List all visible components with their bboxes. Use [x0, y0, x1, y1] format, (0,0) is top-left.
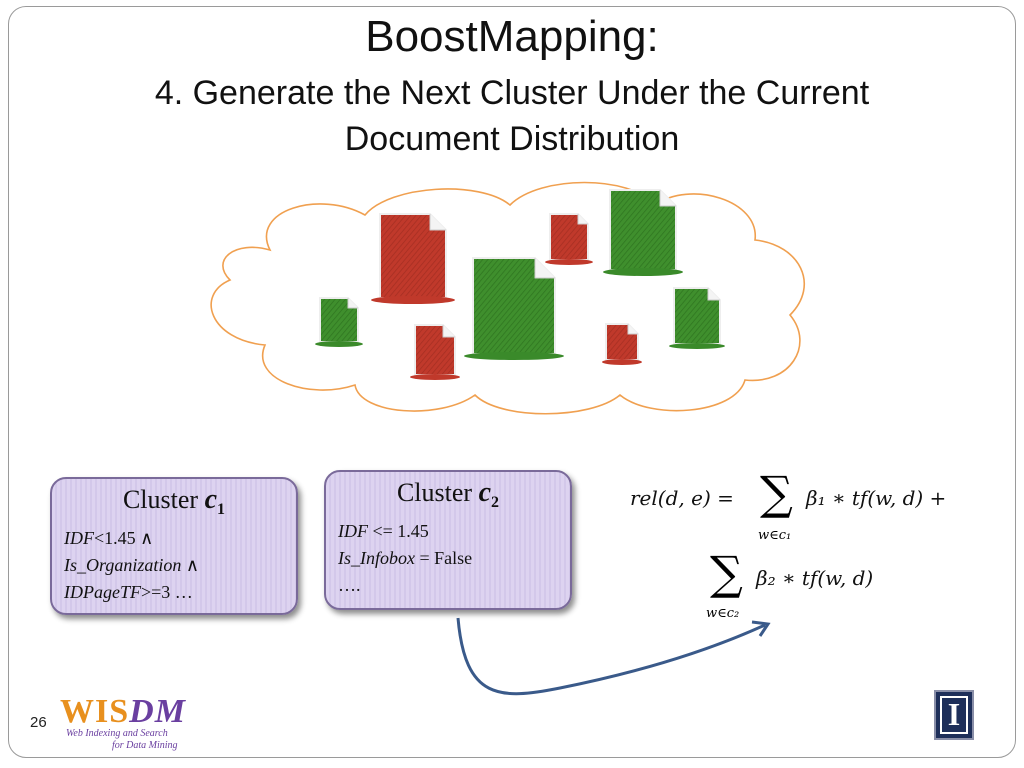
formula-term-1-text: β₁ ∗ tf(w, d) +	[806, 486, 947, 510]
sum-symbol-2: ∑	[710, 546, 743, 600]
cluster-c2-line-1-condition: <= 1.45	[368, 521, 429, 542]
sum-symbol-1: ∑	[760, 466, 793, 520]
cluster-c2-var: c	[478, 477, 492, 508]
curved-arrow	[456, 617, 766, 696]
wisdm-logo-wis: WIS	[60, 693, 130, 730]
page-number: 26	[30, 714, 47, 731]
formula-term-1: β₁ ∗ tf(w, d) +	[806, 486, 946, 510]
wisdm-logo-dm: DM	[129, 693, 186, 730]
cluster-c1-label: Cluster	[122, 485, 205, 514]
doc-green-large-top-icon	[603, 189, 683, 276]
slide-subtitle-line1: 4. Generate the Next Cluster Under the C…	[154, 74, 870, 112]
formula-term-2-text: β₂ ∗ tf(w, d)	[756, 566, 874, 590]
formula-lhs-text: rel(d, e) =	[630, 486, 734, 510]
cluster-c1-box: Cluster c1 IDF<1.45 ∧ Is_Organization ∧ …	[50, 477, 298, 615]
sum-subscript-1: w∈c₁	[758, 528, 792, 543]
slide-title: BoostMapping:	[365, 12, 659, 61]
cluster-c1-line-3: IDPageTF>=3 …	[52, 579, 296, 606]
cluster-c1-line-2-condition: ∧	[181, 555, 200, 576]
cluster-c1-line-1-feature: IDF	[64, 528, 94, 549]
wisdm-logo-tagline-2: for Data Mining	[112, 740, 178, 751]
cluster-c2-line-2: Is_Infobox = False	[326, 545, 570, 572]
cluster-c2-label: Cluster	[396, 478, 479, 507]
cluster-c2-line-1: IDF <= 1.45	[326, 518, 570, 545]
doc-red-small-bottom-icon	[410, 324, 460, 380]
cluster-c2-line-3: ….	[326, 572, 570, 599]
cluster-c1-line-1: IDF<1.45 ∧	[52, 525, 296, 552]
university-logo-border	[940, 696, 968, 734]
doc-green-medium-right-icon	[669, 287, 725, 349]
cluster-c2-line-1-feature: IDF	[338, 521, 368, 542]
cluster-c1-heading: Cluster c1	[52, 485, 296, 525]
cluster-c2-sub: 2	[491, 494, 500, 512]
doc-red-tiny-right-icon	[602, 323, 642, 365]
cluster-c2-box: Cluster c2 IDF <= 1.45 Is_Infobox = Fals…	[324, 470, 572, 610]
doc-red-small-top-icon	[545, 213, 593, 265]
doc-green-xlarge-center-icon	[464, 257, 564, 360]
university-logo-letter: I	[947, 696, 961, 732]
cluster-c1-line-2-feature: Is_Organization	[64, 555, 182, 576]
doc-red-large-icon	[371, 213, 455, 304]
doc-green-small-left-icon	[315, 297, 363, 347]
cluster-c2-heading: Cluster c2	[326, 478, 570, 518]
cluster-c1-line-3-condition: >=3 …	[140, 582, 193, 603]
wisdm-logo-tagline-1: Web Indexing and Search	[66, 728, 168, 739]
formula-lhs: rel(d, e) =	[630, 486, 734, 510]
sum-subscript-2: w∈c₂	[706, 606, 740, 621]
cluster-c2-line-3-condition: ….	[338, 575, 361, 596]
slide-subtitle-line2: Document Distribution	[344, 120, 680, 158]
arrow-head-icon	[751, 620, 771, 637]
cluster-c1-line-3-feature: IDPageTF	[64, 582, 141, 603]
cluster-c1-line-2: Is_Organization ∧	[52, 552, 296, 579]
cluster-c1-line-1-condition: <1.45 ∧	[94, 528, 154, 549]
cluster-c2-line-2-condition: = False	[414, 548, 473, 569]
wisdm-logo: WISDM Web Indexing and Search for Data M…	[60, 694, 210, 756]
cluster-c2-line-2-feature: Is_Infobox	[338, 548, 415, 569]
formula-term-2: β₂ ∗ tf(w, d)	[756, 566, 873, 590]
university-logo: I	[934, 690, 974, 740]
cluster-c1-var: c	[204, 484, 218, 515]
cluster-c1-sub: 1	[217, 501, 226, 519]
wisdm-logo-wordmark: WISDM	[60, 694, 186, 730]
